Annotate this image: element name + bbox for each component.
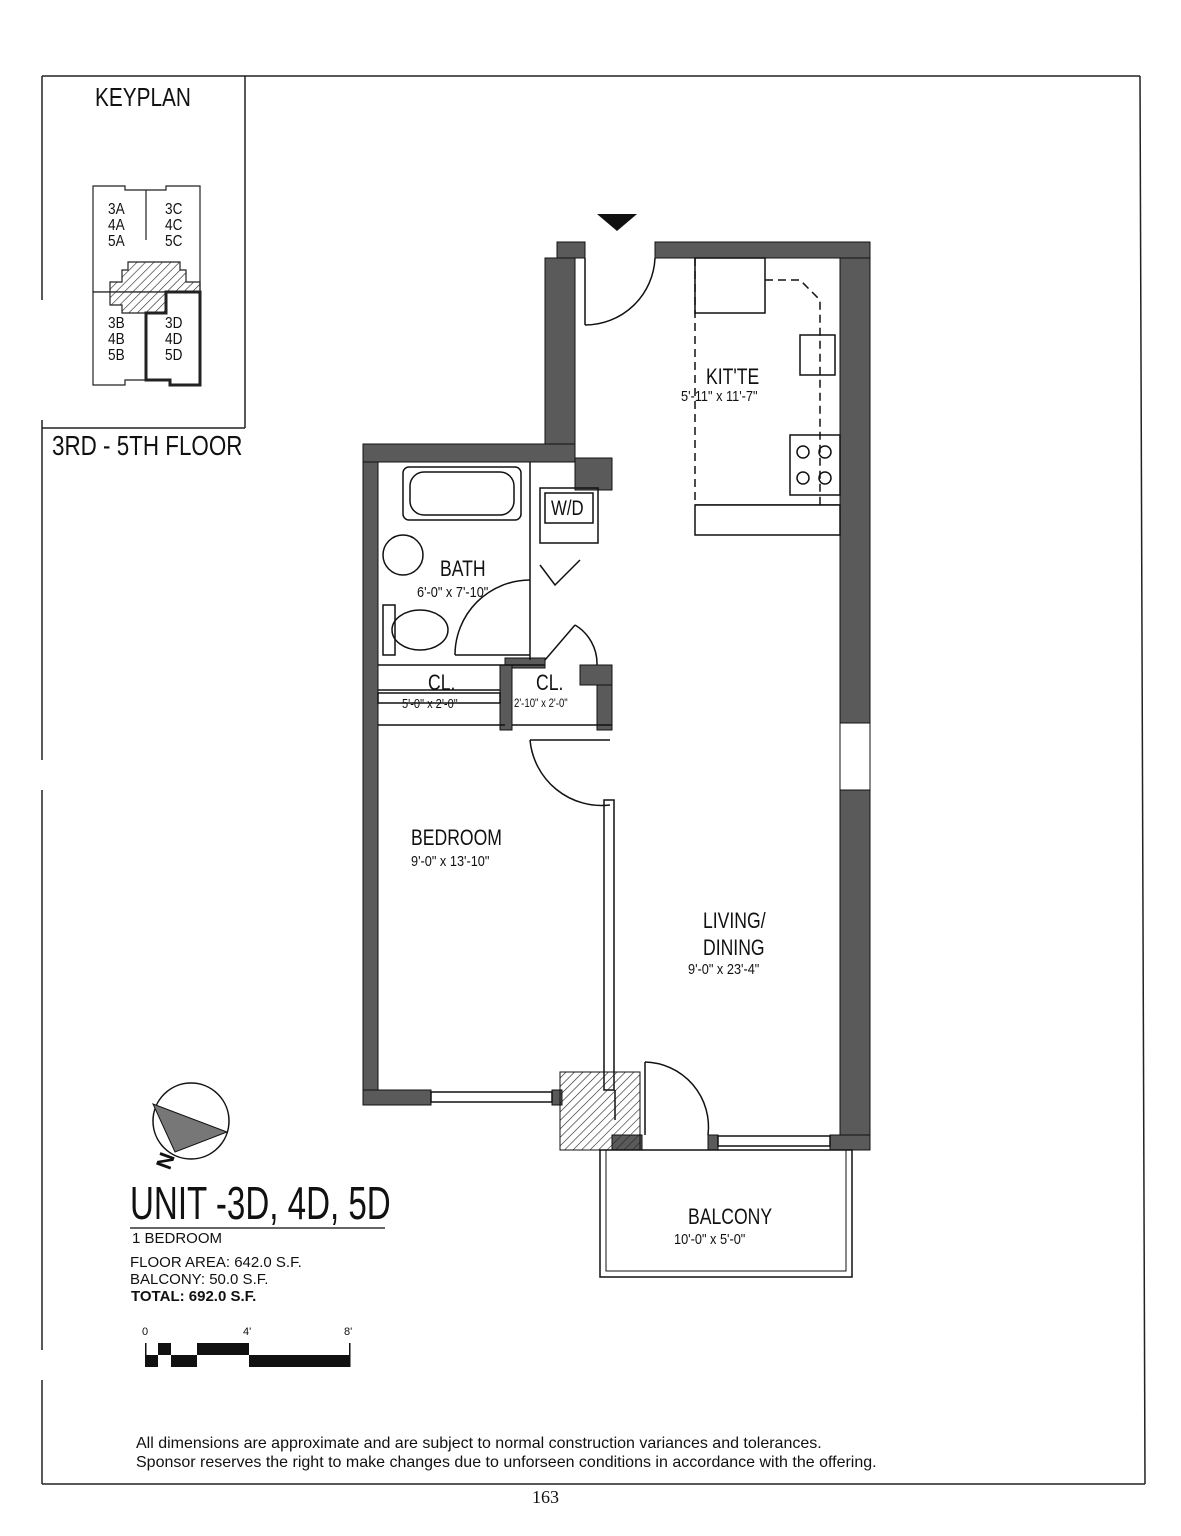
keyplan-unit-b: 3B 4B 5B — [108, 315, 125, 364]
kitchen-label: KIT'TE — [706, 364, 760, 389]
keyplan-unit-d: 3D 4D 5D — [165, 315, 183, 364]
keyplan-unit-a: 3A 4A 5A — [108, 201, 125, 250]
keyplan-unit-c: 3C 4C 5C — [165, 201, 183, 250]
sink-icon — [382, 534, 424, 576]
washer-dryer-icon — [539, 487, 599, 587]
bedroom-door-swing — [529, 739, 611, 807]
washer-dryer-label: W/D — [551, 497, 584, 520]
kitchen-fixtures — [694, 257, 841, 536]
scale-bar — [145, 1343, 351, 1367]
keyplan-title: KEYPLAN — [95, 82, 191, 112]
toilet-icon — [382, 604, 396, 656]
unit-floor-area: FLOOR AREA: 642.0 S.F. — [130, 1254, 302, 1271]
keyplan-unit-highlight — [144, 290, 202, 387]
north-arrow-icon — [152, 1082, 230, 1160]
keyplan-box — [42, 76, 246, 429]
unit-type: 1 BEDROOM — [132, 1230, 223, 1247]
unit-title: UNIT -3D, 4D, 5D — [130, 1177, 391, 1229]
bathtub-icon — [402, 466, 522, 521]
living-dining-label: LIVING/ DINING — [703, 908, 766, 960]
bedroom-dims: 9'-0" x 13'-10" — [411, 853, 490, 870]
stove-icon — [789, 434, 841, 496]
living-dining-dims: 9'-0" x 23'-4" — [688, 961, 760, 978]
structural-column — [559, 1071, 641, 1151]
closet1-dims: 5'-0" x 2'-0" — [402, 696, 458, 711]
bath-label: BATH — [440, 556, 486, 581]
unit-total-area: TOTAL: 692.0 S.F. — [131, 1288, 257, 1305]
bedroom-label: BEDROOM — [411, 825, 502, 850]
balcony-dims: 10'-0" x 5'-0" — [674, 1231, 746, 1248]
entry-door-swing — [584, 257, 656, 326]
scale-tick-8: 8' — [344, 1326, 353, 1338]
bath-fixtures — [382, 466, 531, 656]
entry-triangle-icon — [597, 214, 637, 231]
page-number: 163 — [532, 1487, 559, 1507]
window-right — [839, 722, 871, 791]
closet2-dims: 2'-10" x 2'-0" — [514, 696, 568, 710]
kitchen-dims: 5'-11" x 11'-7" — [681, 388, 758, 405]
unit-balcony-area: BALCONY: 50.0 S.F. — [130, 1271, 269, 1288]
keyplan-diagram — [92, 185, 202, 387]
page-frame — [41, 75, 1146, 1485]
balcony-door-swing — [644, 1061, 710, 1136]
closet1-label: CL. — [428, 670, 456, 695]
scale-tick-4: 4' — [243, 1326, 252, 1338]
doors — [529, 257, 710, 1136]
keyplan-floor-label: 3RD - 5TH FLOOR — [52, 430, 243, 461]
disclaimer-line2: Sponsor reserves the right to make chang… — [136, 1454, 877, 1471]
scale-tick-0: 0 — [142, 1326, 149, 1338]
balcony-label: BALCONY — [688, 1204, 773, 1229]
bath-dims: 6'-0" x 7'-10" — [417, 584, 489, 601]
sliding-doors — [377, 692, 831, 1147]
walls — [362, 241, 871, 1151]
closet2-label: CL. — [536, 670, 564, 695]
interior-partitions — [378, 462, 616, 1120]
disclaimer-line1: All dimensions are approximate and are s… — [136, 1435, 822, 1452]
